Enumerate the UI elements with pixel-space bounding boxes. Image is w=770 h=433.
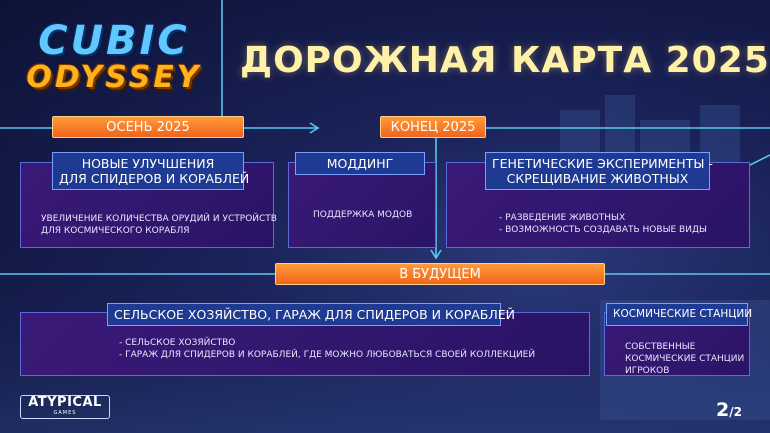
text-line: ДЛЯ КОСМИЧЕСКОГО КОРАБЛЯ — [41, 226, 190, 236]
page-total: /2 — [729, 405, 742, 419]
text-line: УВЕЛИЧЕНИЕ КОЛИЧЕСТВА ОРУДИЙ И УСТРОЙСТВ — [41, 214, 277, 224]
title-line: ГЕНЕТИЧЕСКИЕ ЭКСПЕРИМЕНТЫ - — [492, 156, 713, 171]
card-modding-text: ПОДДЕРЖКА МОДОВ — [313, 210, 413, 220]
card-stations-text: СОБСТВЕННЫЕ КОСМИЧЕСКИЕ СТАНЦИИ ИГРОКОВ — [625, 341, 744, 377]
logo-line-odyssey: ODYSSEY — [26, 60, 202, 95]
atypical-games-logo: ATYPICAL GAMES — [20, 395, 110, 419]
list-item: - СЕЛЬСКОЕ ХОЗЯЙСТВО — [119, 338, 236, 348]
card-stations-title: КОСМИЧЕСКИЕ СТАНЦИИ — [606, 303, 752, 326]
text-line: ИГРОКОВ — [625, 366, 670, 376]
card-modding-title: МОДДИНГ — [295, 152, 425, 175]
page-indicator: 2/2 — [716, 399, 742, 421]
title-line: СКРЕЩИВАНИЕ ЖИВОТНЫХ — [506, 171, 689, 186]
card-farming-list: - СЕЛЬСКОЕ ХОЗЯЙСТВО - ГАРАЖ ДЛЯ СПИДЕРО… — [119, 337, 535, 361]
card-modding: ПОДДЕРЖКА МОДОВ — [288, 162, 436, 248]
list-item: - РАЗВЕДЕНИЕ ЖИВОТНЫХ — [499, 213, 626, 223]
phase-future: В БУДУЩЕМ — [275, 263, 605, 285]
brand-sub: GAMES — [53, 410, 77, 416]
card-genetics-title: ГЕНЕТИЧЕСКИЕ ЭКСПЕРИМЕНТЫ - СКРЕЩИВАНИЕ … — [485, 152, 713, 190]
card-upgrades-text: УВЕЛИЧЕНИЕ КОЛИЧЕСТВА ОРУДИЙ И УСТРОЙСТВ… — [41, 213, 277, 237]
page-title: ДОРОЖНАЯ КАРТА 2025 — [240, 40, 770, 81]
text-line: СОБСТВЕННЫЕ — [625, 342, 696, 352]
page-current: 2 — [716, 399, 730, 421]
game-logo: CUBIC ODYSSEY — [18, 18, 210, 100]
text-line: КОСМИЧЕСКИЕ СТАНЦИИ — [625, 354, 745, 364]
list-item: - ГАРАЖ ДЛЯ СПИДЕРОВ И КОРАБЛЕЙ, ГДЕ МОЖ… — [119, 350, 536, 360]
logo-line-cubic: CUBIC — [38, 18, 190, 64]
card-upgrades-title: НОВЫЕ УЛУЧШЕНИЯ ДЛЯ СПИДЕРОВ И КОРАБЛЕЙ — [52, 152, 250, 190]
phase-autumn-2025: ОСЕНЬ 2025 — [52, 116, 244, 138]
phase-end-2025: КОНЕЦ 2025 — [380, 116, 486, 138]
title-line: ДЛЯ СПИДЕРОВ И КОРАБЛЕЙ — [59, 171, 250, 186]
brand-name: ATYPICAL — [28, 395, 102, 410]
title-line: НОВЫЕ УЛУЧШЕНИЯ — [81, 156, 215, 171]
card-farming-title: СЕЛЬСКОЕ ХОЗЯЙСТВО, ГАРАЖ ДЛЯ СПИДЕРОВ И… — [107, 303, 515, 326]
card-genetics-list: - РАЗВЕДЕНИЕ ЖИВОТНЫХ - ВОЗМОЖНОСТЬ СОЗД… — [499, 212, 707, 236]
list-item: - ВОЗМОЖНОСТЬ СОЗДАВАТЬ НОВЫЕ ВИДЫ — [499, 225, 707, 235]
